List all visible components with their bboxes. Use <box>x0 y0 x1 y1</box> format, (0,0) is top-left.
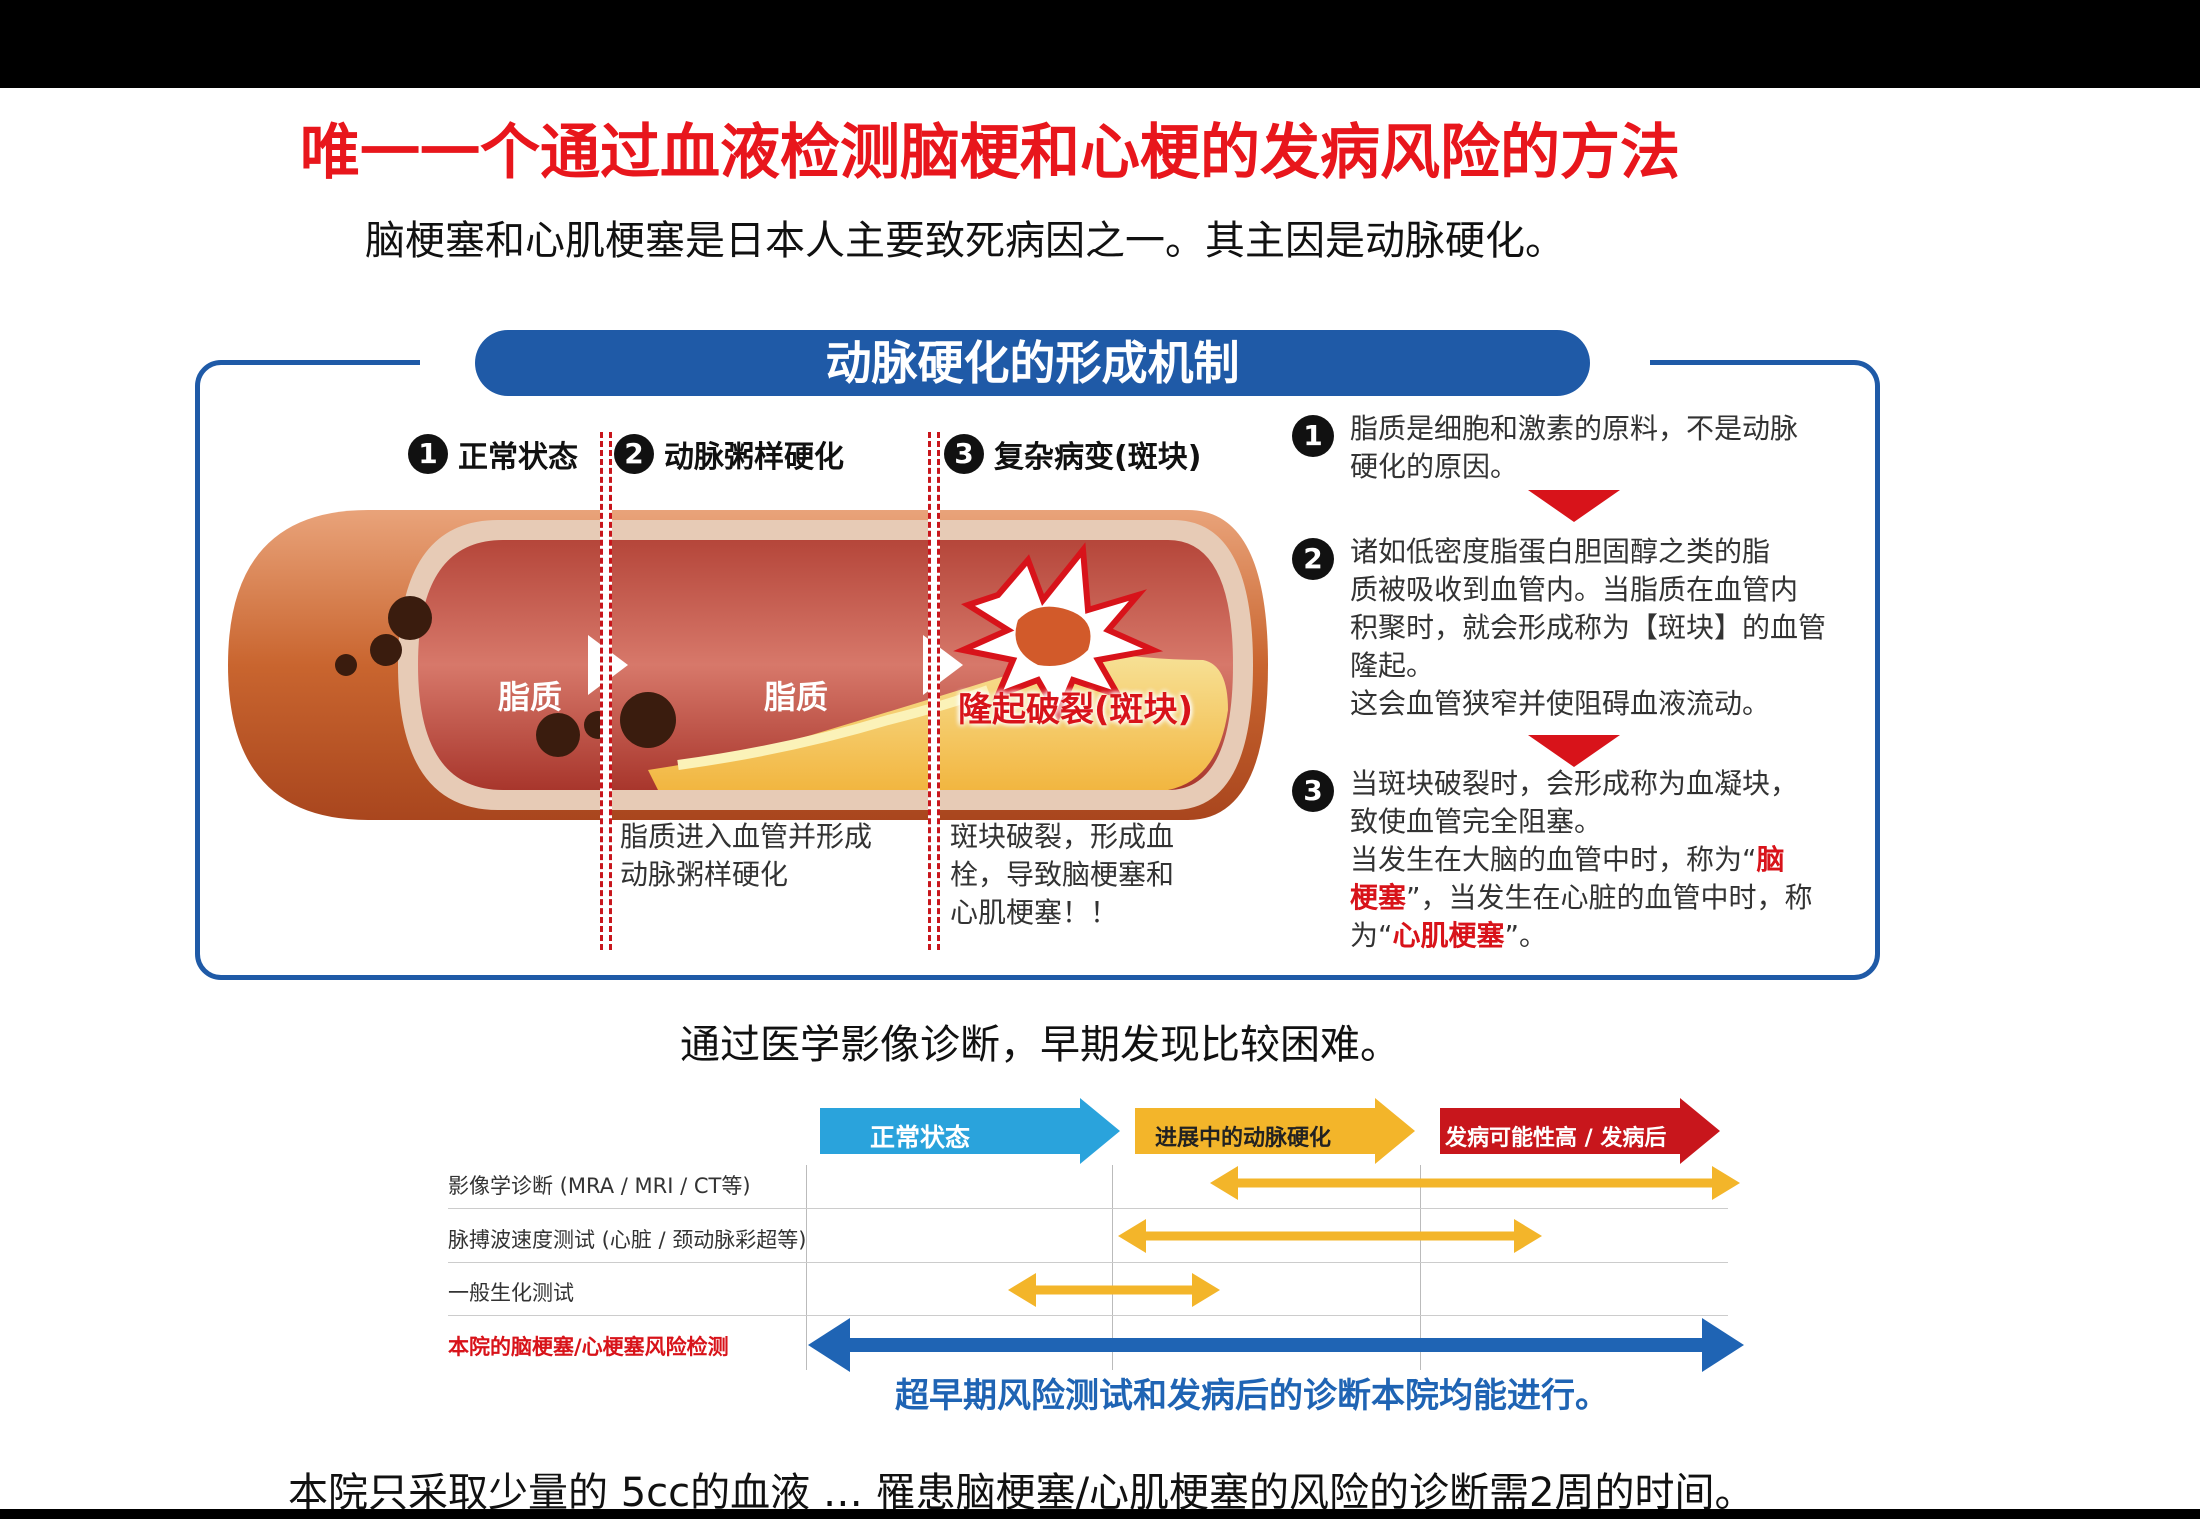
phase-progressing-label: 进展中的动脉硬化 <box>1155 1126 1332 1151</box>
row-separator-3 <box>448 1315 1728 1316</box>
explanation-1-number: 1 <box>1292 415 1334 457</box>
timeline-divider-1 <box>1112 1165 1113 1370</box>
explanation-2-text: 诸如低密度脂蛋白胆固醇之类的脂 质被吸收到血管内。当脂质在血管内 积聚时，就会形… <box>1350 535 1827 720</box>
top-black-bar <box>0 0 2200 88</box>
timeline-axis <box>806 1165 807 1370</box>
explanation-3-text: 当斑块破裂时，会形成称为血凝块， 致使血管完全阻塞。 当发生在大脑的血管中时，称… <box>1350 767 1813 952</box>
down-arrow-2 <box>1528 735 1620 767</box>
plaque-rupture-label: 隆起破裂(斑块) <box>958 690 1194 730</box>
phase-arrow-progressing <box>1135 1098 1415 1164</box>
explanation-2-number: 2 <box>1292 538 1334 580</box>
stage-1-heading: 1 正常状态 <box>408 432 578 476</box>
mechanism-banner: 动脉硬化的形成机制 <box>475 330 1590 396</box>
stage-1-number: 1 <box>408 434 448 474</box>
stage-2-description: 脂质进入血管并形成 动脉粥样硬化 <box>620 820 873 891</box>
explanation-1-text: 脂质是细胞和激素的原料，不是动脉 硬化的原因。 <box>1350 412 1799 483</box>
phase-arrow-onset <box>1440 1098 1720 1164</box>
explanation-3-number: 3 <box>1292 770 1334 812</box>
stage-2-heading: 2 动脉粥样硬化 <box>614 432 844 476</box>
row-clinic-label: 本院的脑梗塞/心梗塞风险检测 <box>448 1335 729 1359</box>
phase-onset-label: 发病可能性高 / 发病后 <box>1445 1126 1667 1151</box>
stage-3-description: 斑块破裂，形成血 栓，导致脑梗塞和 心肌梗塞！！ <box>950 820 1175 929</box>
stage-2-number: 2 <box>614 434 654 474</box>
stage-3-number: 3 <box>944 434 984 474</box>
imaging-difficulty-text: 通过医学影像诊断，早期发现比较困难。 <box>680 1022 1400 1068</box>
bottom-black-bar <box>0 1509 2200 1519</box>
row-separator-2 <box>448 1262 1728 1263</box>
footer-note: 本院只采取少量的 5cc的血液 … 罹患脑梗塞/心肌梗塞的风险的诊断需2周的时间… <box>288 1470 1755 1516</box>
page-subtitle: 脑梗塞和心肌梗塞是日本人主要致死病因之一。其主因是动脉硬化。 <box>365 218 1565 264</box>
stage-3-heading: 3 复杂病变(斑块) <box>944 432 1201 476</box>
lipid-label-2: 脂质 <box>764 678 829 716</box>
phase-arrow-normal <box>820 1098 1120 1164</box>
down-arrow-1 <box>1528 490 1620 522</box>
stage-divider-1 <box>600 432 612 950</box>
phase-normal-label: 正常状态 <box>870 1123 971 1152</box>
row-imaging-label: 影像学诊断 (MRA / MRI / CT等) <box>448 1174 751 1198</box>
stage-1-label: 正常状态 <box>458 440 578 475</box>
stage-divider-2 <box>928 432 940 950</box>
stage-3-label: 复杂病变(斑块) <box>994 440 1202 475</box>
stage-2-label: 动脉粥样硬化 <box>664 440 844 475</box>
row-biochem-label: 一般生化测试 <box>448 1281 574 1305</box>
lipid-label-1: 脂质 <box>498 678 563 716</box>
timeline-divider-2 <box>1420 1165 1421 1370</box>
clinic-capability-caption: 超早期风险测试和发病后的诊断本院均能进行。 <box>895 1376 1609 1416</box>
page-title: 唯一一个通过血液检测脑梗和心梗的发病风险的方法 <box>300 118 1680 188</box>
row-separator-1 <box>448 1208 1728 1209</box>
row-pulsewave-label: 脉搏波速度测试 (心脏 / 颈动脉彩超等) <box>448 1228 807 1252</box>
